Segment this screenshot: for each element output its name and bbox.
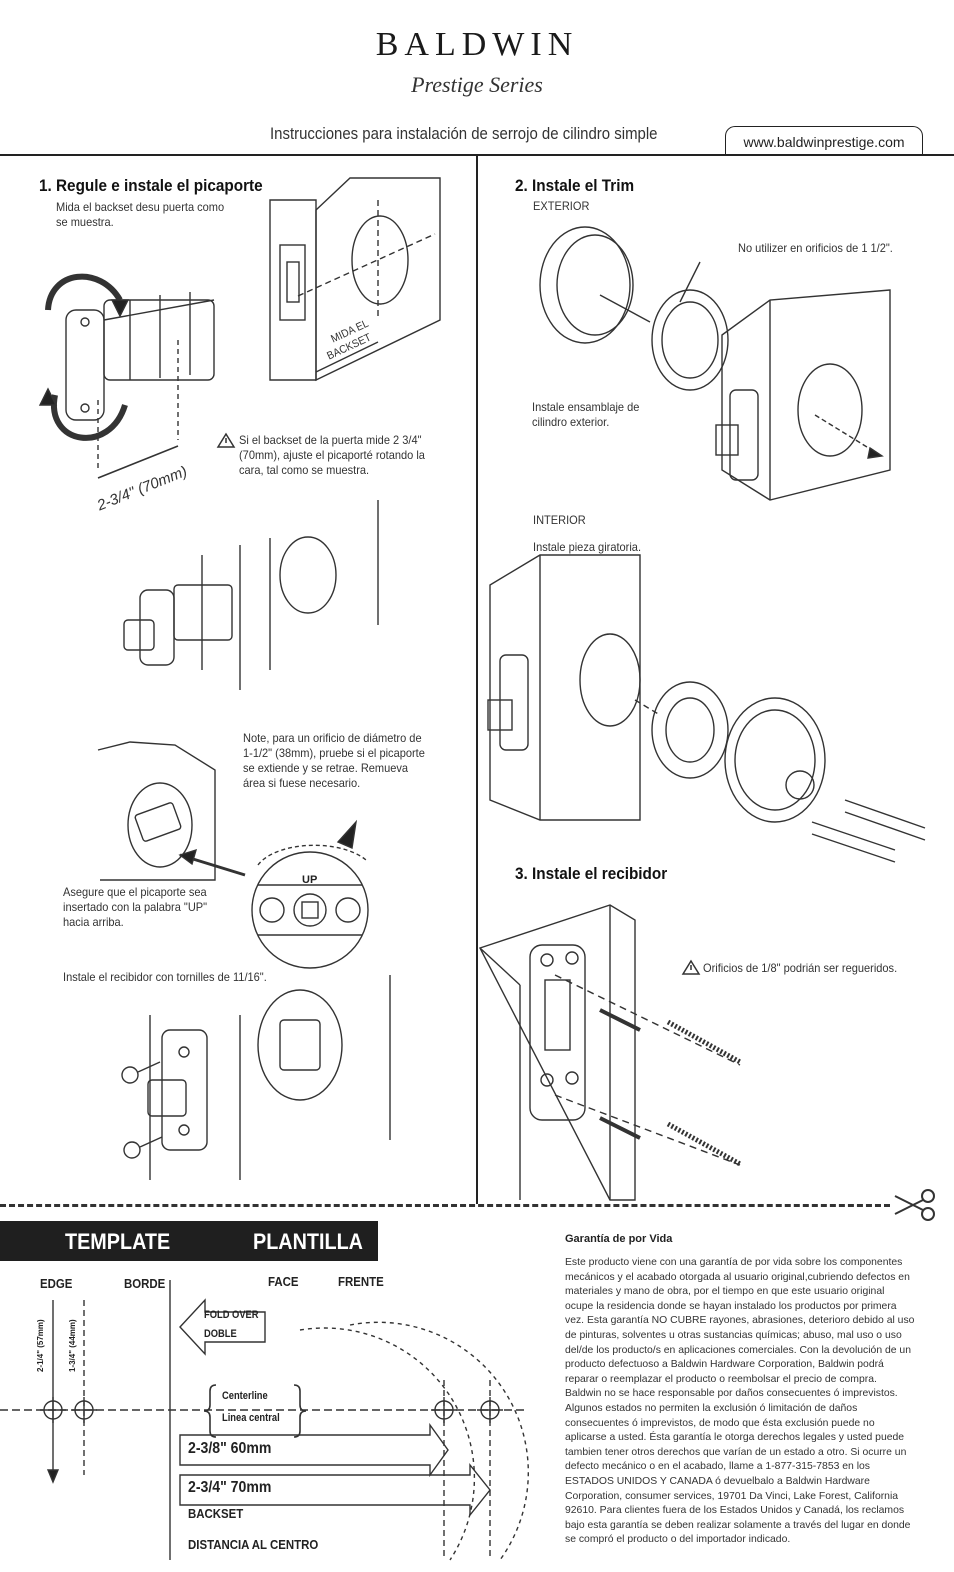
series-name: Prestige Series [411, 72, 543, 97]
step1-insert-text: Asegure que el picaporte sea insertado c… [63, 885, 208, 929]
warning-icon [216, 432, 701, 975]
backset-70mm: 2-3/4" 70mm [188, 1479, 272, 1496]
step1-warning-text: Si el backset de la puerta mide 2 3/4" (… [239, 433, 425, 477]
frente-label: FRENTE [338, 1274, 384, 1289]
backset-60mm: 2-3/8" 60mm [188, 1440, 272, 1457]
cut-line [0, 1204, 890, 1207]
doble-label: DOBLE [204, 1328, 237, 1340]
dimension-44mm: 1-3/4" (44mm) [68, 1319, 77, 1372]
exterior-trim-illustration [539, 226, 891, 501]
latch-rotation-illustration [38, 273, 215, 479]
step2-heading: 2. Instale el Trim [515, 176, 635, 195]
warranty-body: Este producto viene con una garantía de … [565, 1257, 915, 1546]
step1-note-text: Note, para un orificio de diámetro de 1-… [243, 731, 425, 790]
hole-latch-illustration [97, 741, 369, 969]
exterior-label: EXTERIOR [533, 199, 590, 213]
column-divider [476, 154, 478, 1204]
centerline-label: Centerline [222, 1390, 268, 1402]
latch-in-door-illustration [123, 500, 379, 690]
up-label: UP [302, 874, 318, 886]
step1-screws-text: Instale el recibidor con tornilles de 11… [63, 970, 267, 984]
template-title-es: PLANTILLA [253, 1229, 363, 1254]
document-title: Instrucciones para instalación de serroj… [270, 124, 658, 143]
install-exterior-text: Instale ensamblaje de cilindro exterior. [532, 400, 640, 429]
step1-heading: 1. Regule e instale el picaporte [39, 176, 263, 195]
website-url[interactable]: www.baldwinprestige.com [725, 126, 923, 155]
dimension-57mm: 2-1/4" (57mm) [36, 1319, 45, 1372]
backset-label: BACKSET [188, 1506, 244, 1521]
step3-holes-text: Orificios de 1/8" podrián ser regueridos… [703, 961, 898, 975]
distancia-label: DISTANCIA AL CENTRO [188, 1537, 319, 1552]
borde-label: BORDE [124, 1276, 166, 1291]
step1-measure-text: Mida el backset desu puerta como se mues… [56, 200, 225, 229]
install-interior-text: Instale pieza giratoria. [533, 540, 642, 554]
linea-central-label: Linea central [222, 1412, 280, 1424]
fold-over-label: FOLD OVER [204, 1309, 259, 1321]
step3-heading: 3. Instale el recibidor [515, 864, 668, 883]
door-measure-illustration [269, 177, 441, 382]
brand-logo: BALDWIN [375, 26, 579, 63]
interior-trim-illustration [487, 554, 926, 863]
warranty-heading: Garantía de por Vida [565, 1233, 673, 1245]
no-use-text: No utilizer en orificios de 1 1/2". [738, 241, 893, 255]
template-drawing [0, 1280, 529, 1561]
face-label: FACE [268, 1274, 299, 1289]
template-title-en: TEMPLATE [65, 1229, 171, 1254]
interior-label: INTERIOR [533, 513, 586, 527]
strike-screws-illustration [121, 975, 391, 1180]
template-banner: TEMPLATE PLANTILLA [0, 1221, 378, 1261]
strike-plate-illustration [479, 904, 742, 1201]
scissors-icon [894, 1189, 935, 1221]
edge-label: EDGE [40, 1276, 73, 1291]
